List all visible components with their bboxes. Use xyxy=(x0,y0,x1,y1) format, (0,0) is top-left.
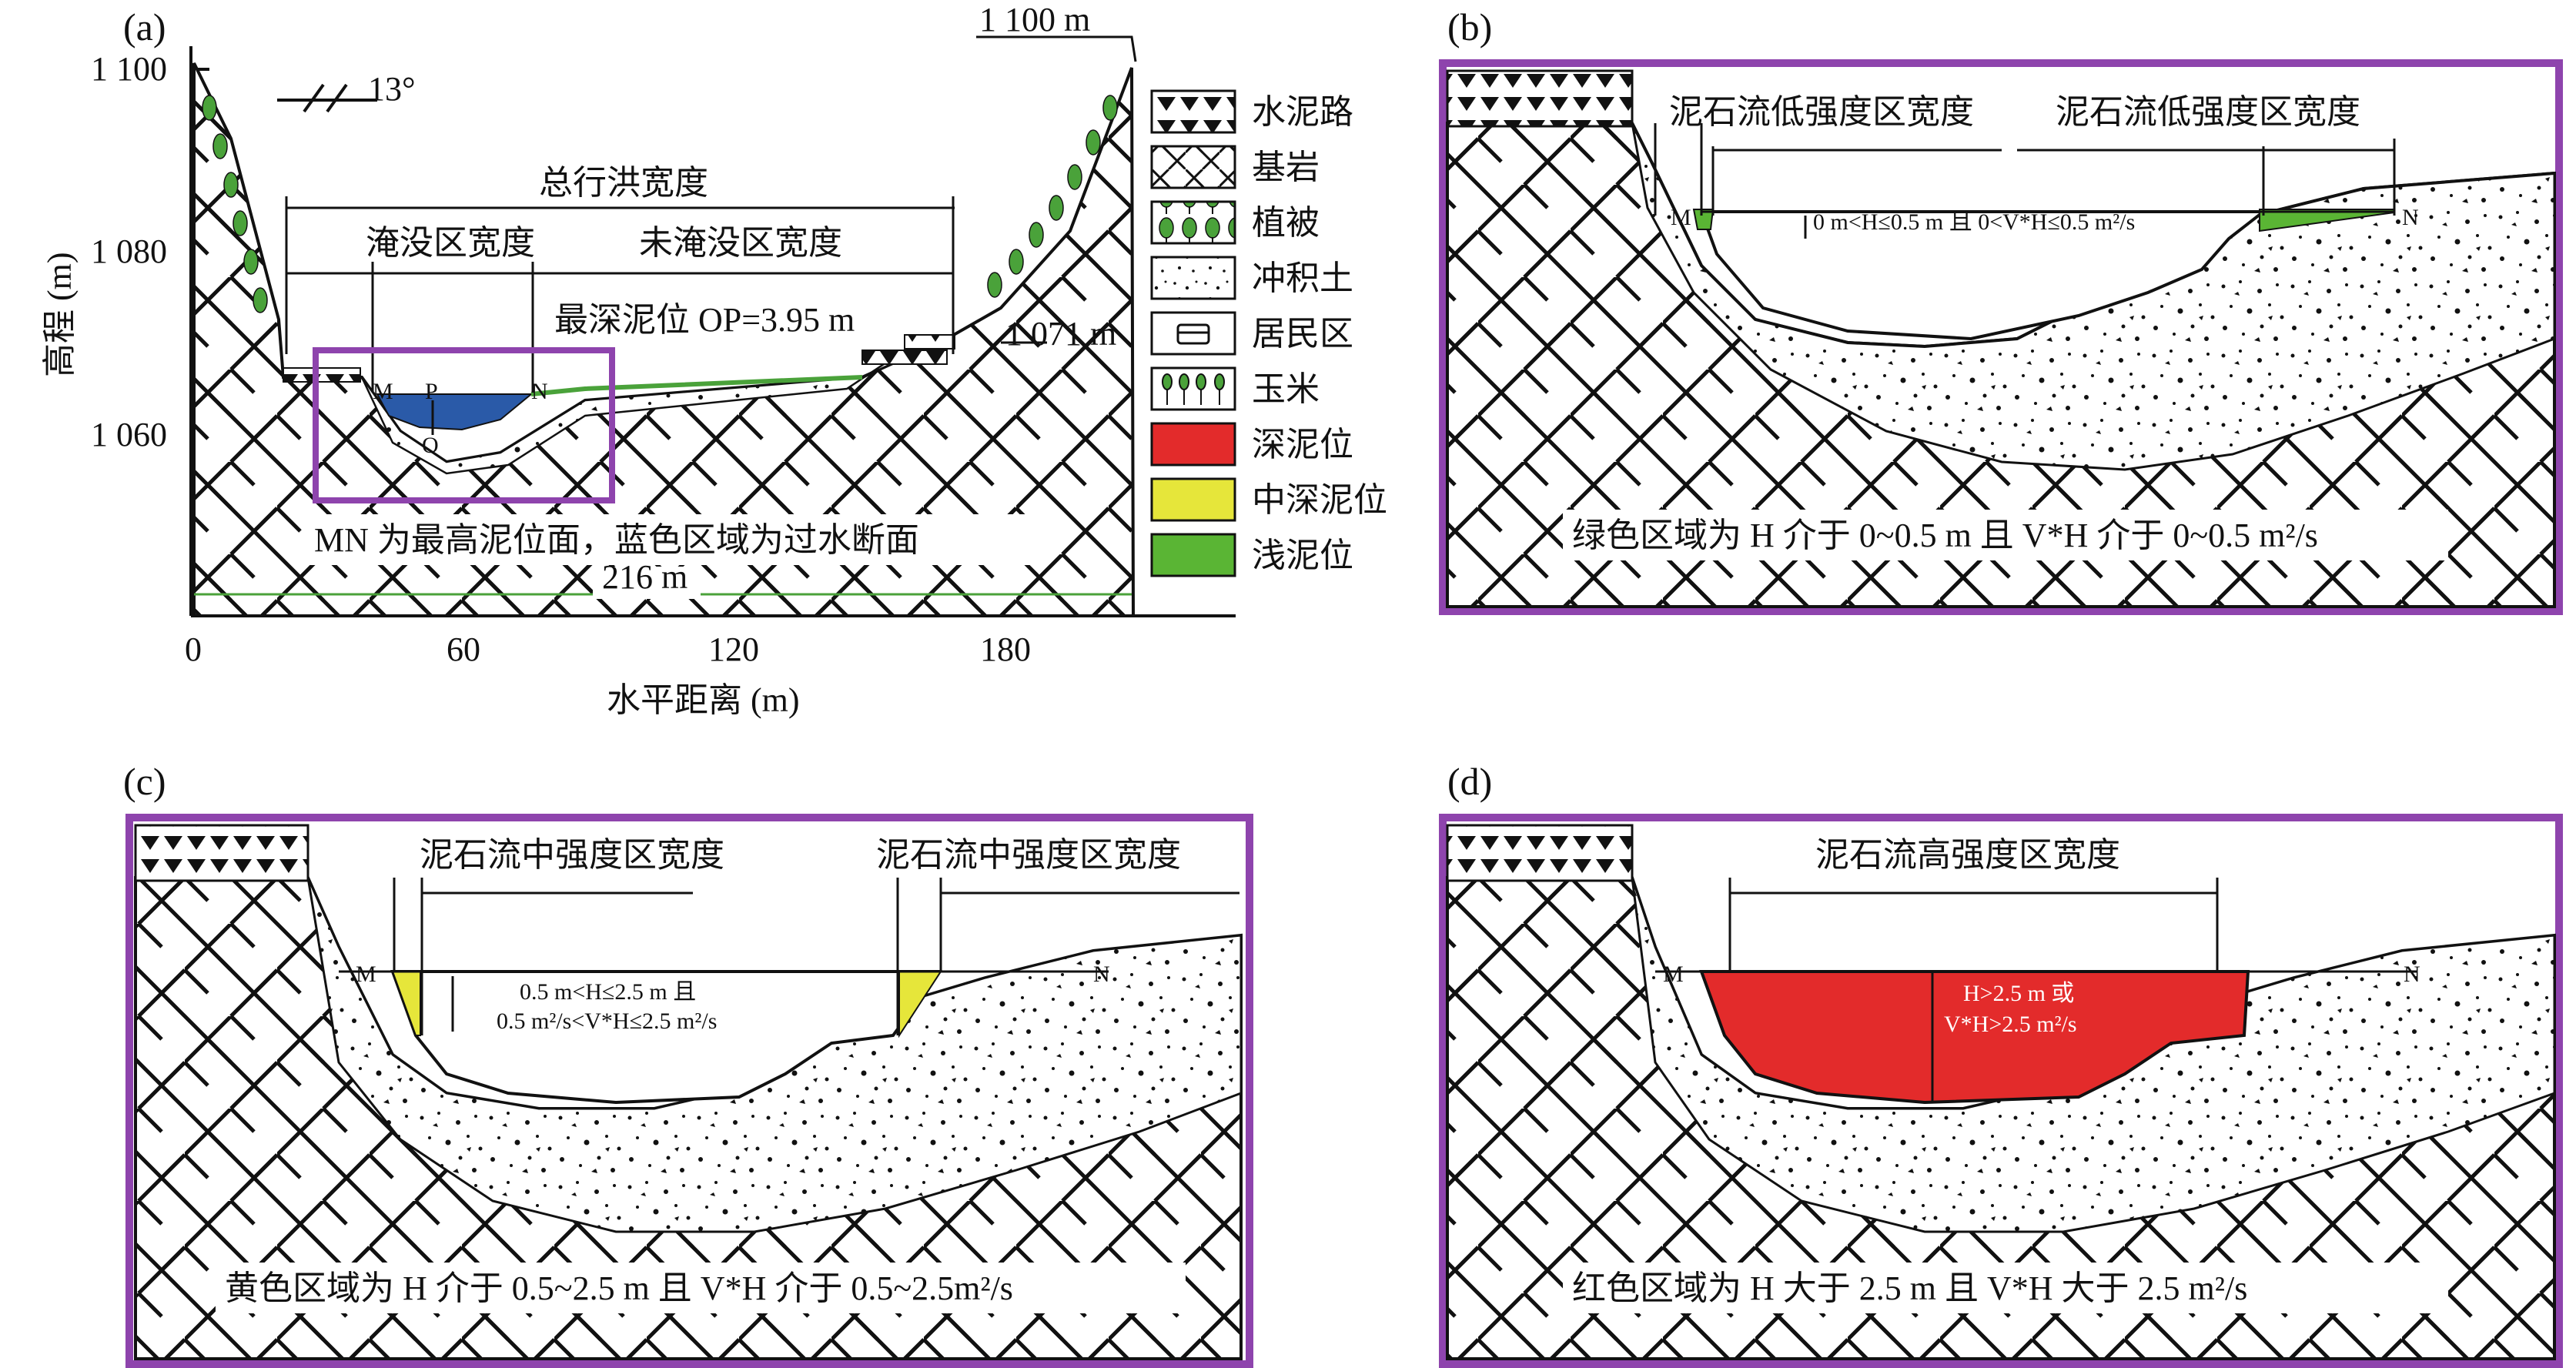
side-elevation: 1 071 m xyxy=(1005,315,1116,353)
d-point-m: M xyxy=(1663,962,1684,987)
b-right-width-label: 泥石流低强度区宽度 xyxy=(2056,93,2360,131)
bedrock-icon xyxy=(1150,145,1236,189)
legend-label-8: 浅泥位 xyxy=(1252,537,1353,574)
legend-label-3: 冲积土 xyxy=(1252,259,1353,297)
caption-d: 红色区域为 H 大于 2.5 m 且 V*H 大于 2.5 m²/s xyxy=(1572,1269,2247,1307)
dip-value: 13° xyxy=(368,70,416,108)
vegetation-icon xyxy=(1150,200,1236,245)
panel-c-label: (c) xyxy=(123,760,166,803)
b-criterion: 0 m<H≤0.5 m 且 0<V*H≤0.5 m²/s xyxy=(1813,209,2135,235)
corn-icon xyxy=(1150,366,1236,411)
point-n: N xyxy=(531,379,548,404)
caption-b-bg xyxy=(1563,510,2448,560)
legend-label-0: 水泥路 xyxy=(1252,93,1353,131)
road-c xyxy=(134,824,309,882)
d-criterion-1: H>2.5 m 或 xyxy=(1963,981,2074,1006)
b-left-width-label: 泥石流低强度区宽度 xyxy=(1669,93,1974,131)
road-right-upper xyxy=(904,334,955,350)
shallow-mud-swatch xyxy=(1150,533,1236,577)
grass-line xyxy=(530,375,863,396)
cement-road-icon xyxy=(1150,89,1236,134)
panel-b-label: (b) xyxy=(1447,5,1492,48)
total-width-label: 总行洪宽度 xyxy=(539,164,708,202)
residential-icon xyxy=(1150,311,1236,356)
width-dimensions xyxy=(285,196,955,393)
c-point-m: M xyxy=(356,962,376,987)
d-width-label: 泥石流高强度区宽度 xyxy=(1815,836,2120,874)
caption-a: MN 为最高泥位面，蓝色区域为过水断面 xyxy=(314,521,919,559)
flooded-width-label: 淹没区宽度 xyxy=(366,224,535,262)
dip-symbol: 13° xyxy=(277,70,416,113)
caption-c: 黄色区域为 H 介于 0.5~2.5 m 且 V*H 介于 0.5~2.5m²/… xyxy=(225,1269,1013,1307)
legend-label-1: 基岩 xyxy=(1252,149,1320,186)
road-left xyxy=(283,367,361,383)
b-point-m: M xyxy=(1671,205,1691,230)
highlight-box xyxy=(313,347,615,503)
legend-label-6: 深泥位 xyxy=(1252,426,1353,463)
deep-zone xyxy=(1699,970,2250,1105)
point-o: O xyxy=(422,433,439,458)
caption-d-bg xyxy=(1563,1263,2448,1313)
deep-mud-swatch xyxy=(1150,422,1236,467)
c-right-width-label: 泥石流中强度区宽度 xyxy=(876,836,1181,874)
panel-d-label: (d) xyxy=(1447,760,1492,803)
road-right xyxy=(861,350,948,365)
unflooded-width-label: 未淹没区宽度 xyxy=(639,224,842,262)
legend-label-2: 植被 xyxy=(1252,204,1320,242)
top-elevation: 1 100 m xyxy=(979,1,1090,38)
panel-a-label: (a) xyxy=(123,5,166,48)
deepest-level-label: 最深泥位 OP=3.95 m xyxy=(554,301,855,339)
d-point-n: N xyxy=(2404,962,2420,987)
shallow-zone-left xyxy=(1692,209,1715,230)
y-tick-1060: 1 060 xyxy=(91,416,167,453)
c-point-n: N xyxy=(1093,962,1110,987)
caption-a-bg xyxy=(304,514,1043,565)
x-tick-120: 120 xyxy=(708,630,759,668)
road-d xyxy=(1446,824,1634,882)
y-axis-label: 高程 (m) xyxy=(41,252,79,377)
d-criterion-2: V*H>2.5 m²/s xyxy=(1944,1012,2077,1037)
alluvium-icon xyxy=(1150,256,1236,300)
legend-label-7: 中深泥位 xyxy=(1252,481,1387,519)
road-b xyxy=(1446,69,1634,128)
point-m: M xyxy=(373,379,393,404)
c-criterion-2: 0.5 m²/s<V*H≤2.5 m²/s xyxy=(497,1008,717,1034)
bottom-width: 216 m xyxy=(602,558,687,596)
panel-c: (c) 泥石流中强度区宽度 泥石流中强度区宽度 0.5 m<H≤2.5 m 且 … xyxy=(123,760,1253,1368)
legend-label-5: 玉米 xyxy=(1252,370,1320,408)
y-tick-1100: 1 100 xyxy=(91,50,167,88)
y-ticks: 1 100 1 080 1 060 xyxy=(91,50,209,453)
x-ticks: 0 60 120 180 xyxy=(185,600,1031,668)
channel-b xyxy=(1699,210,2268,341)
water-section xyxy=(376,393,534,431)
panel-b: (b) 泥石流低强度区宽度 泥石流低强度区宽度 0 m<H≤0.5 m 且 0<… xyxy=(1439,5,2563,615)
x-tick-180: 180 xyxy=(980,630,1031,668)
legend-label-4: 居民区 xyxy=(1252,315,1353,353)
b-point-n: N xyxy=(2402,205,2419,230)
alluvium-c xyxy=(306,877,1243,1233)
x-tick-0: 0 xyxy=(185,630,202,668)
panel-a: (a) 1 100 1 080 1 060 0 60 120 180 高程 (m… xyxy=(41,1,1236,719)
alluvium-d xyxy=(1631,877,2556,1233)
panel-d: (d) 泥石流高强度区宽度 H>2.5 m 或 V*H>2.5 m²/s M N… xyxy=(1439,760,2563,1368)
point-p: P xyxy=(425,379,438,404)
vegetation-trees xyxy=(202,95,1118,313)
c-left-width-label: 泥石流中强度区宽度 xyxy=(420,836,724,874)
x-axis-label: 水平距离 (m) xyxy=(607,681,800,719)
c-criterion-1: 0.5 m<H≤2.5 m 且 xyxy=(520,979,696,1005)
x-tick-60: 60 xyxy=(447,630,480,668)
y-tick-1080: 1 080 xyxy=(91,232,167,270)
medium-mud-swatch xyxy=(1150,477,1236,522)
legend: 水泥路 基岩 植被 冲积土 居民区 玉米 深泥位 中深泥位 浅泥 xyxy=(1150,89,1387,577)
caption-c-bg xyxy=(216,1263,1186,1313)
caption-b: 绿色区域为 H 介于 0~0.5 m 且 V*H 介于 0~0.5 m²/s xyxy=(1572,517,2318,554)
